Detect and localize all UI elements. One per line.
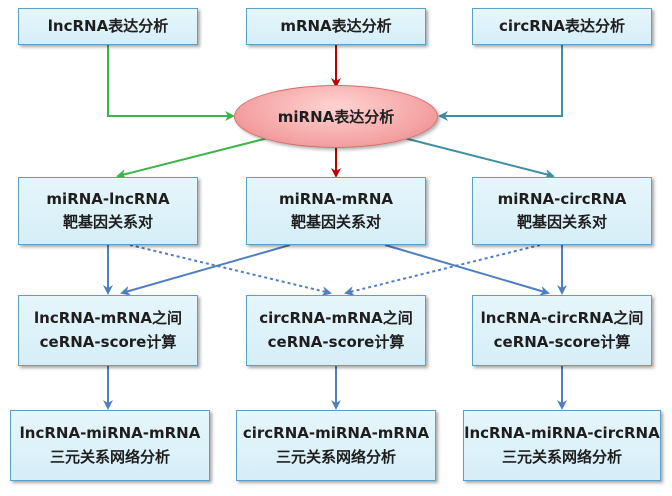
circrna-mrna-cerna-title: circRNA-mRNA之间 (259, 309, 413, 328)
circrna-mrna-cerna-subtitle: ceRNA-score计算 (267, 332, 405, 351)
lncrna-circrna-cerna-score-box: lncRNA-circRNA之间 ceRNA-score计算 (472, 295, 652, 366)
circrna-expression-box: circRNA表达分析 (472, 8, 652, 45)
mirna-lncrna-pairs-box: miRNA-lncRNA 靶基因关系对 (18, 177, 198, 245)
mrna-expression-box: mRNA表达分析 (246, 8, 426, 45)
lncrna-mrna-cerna-subtitle: ceRNA-score计算 (39, 332, 177, 351)
mirna-circrna-pairs-title: miRNA-circRNA (497, 189, 627, 208)
mirna-mrna-pairs-subtitle: 靶基因关系对 (290, 213, 381, 231)
mirna-mrna-pairs-title: miRNA-mRNA (278, 189, 394, 208)
lnc-mi-circ-network-title: lncRNA-miRNA-circRNA (464, 424, 660, 443)
mrna-expression-label: mRNA表达分析 (280, 16, 392, 35)
mirna-circrna-pairs-box: miRNA-circRNA 靶基因关系对 (472, 177, 652, 245)
mirna-expression-ellipse: miRNA表达分析 (234, 85, 438, 148)
lnc-mi-circ-network-subtitle: 三元关系网络分析 (501, 447, 622, 466)
mirna-circrna-pairs-subtitle: 靶基因关系对 (516, 213, 607, 231)
lncrna-expression-box: lncRNA表达分析 (18, 8, 198, 45)
lncrna-circrna-cerna-subtitle: ceRNA-score计算 (493, 332, 631, 351)
arrow-mpairs-to-lnc-m-score (120, 244, 291, 296)
lncrna-expression-label: lncRNA表达分析 (47, 16, 169, 35)
circrna-expression-label: circRNA表达分析 (498, 16, 626, 35)
circ-mi-m-network-box: circRNA-miRNA-mRNA 三元关系网络分析 (236, 410, 436, 481)
arrow-mpairs-to-lnc-circ-score (384, 244, 550, 296)
mirna-mrna-pairs-box: miRNA-mRNA 靶基因关系对 (246, 177, 426, 245)
arrow-lncrna-to-mirna (107, 45, 235, 121)
mirna-lncrna-pairs-subtitle: 靶基因关系对 (62, 213, 153, 231)
arrow-lncpairs-to-circ-m-score (129, 244, 332, 296)
circ-mi-m-network-title: circRNA-miRNA-mRNA (242, 424, 430, 443)
circrna-mrna-cerna-score-box: circRNA-mRNA之间 ceRNA-score计算 (246, 295, 426, 366)
arrow-mirna-to-circrna-pairs (403, 137, 555, 179)
circ-mi-m-network-subtitle: 三元关系网络分析 (275, 447, 396, 466)
arrow-circpairs-to-circ-m-score (344, 244, 541, 296)
lncrna-mrna-cerna-score-box: lncRNA-mRNA之间 ceRNA-score计算 (18, 295, 198, 366)
lncrna-circrna-cerna-title: lncRNA-circRNA之间 (480, 309, 644, 328)
arrow-circrna-to-mirna (438, 45, 563, 121)
lncrna-mrna-cerna-title: lncRNA-mRNA之间 (34, 309, 182, 328)
arrow-mirna-to-lncrna-pairs (116, 137, 269, 179)
lnc-mi-circ-network-box: lncRNA-miRNA-circRNA 三元关系网络分析 (463, 410, 661, 481)
lnc-mi-m-network-title: lncRNA-miRNA-mRNA (19, 424, 201, 443)
lnc-mi-m-network-subtitle: 三元关系网络分析 (49, 447, 170, 466)
lnc-mi-m-network-box: lncRNA-miRNA-mRNA 三元关系网络分析 (10, 410, 210, 481)
mirna-expression-label: miRNA表达分析 (277, 108, 395, 126)
mirna-lncrna-pairs-title: miRNA-lncRNA (46, 189, 170, 208)
